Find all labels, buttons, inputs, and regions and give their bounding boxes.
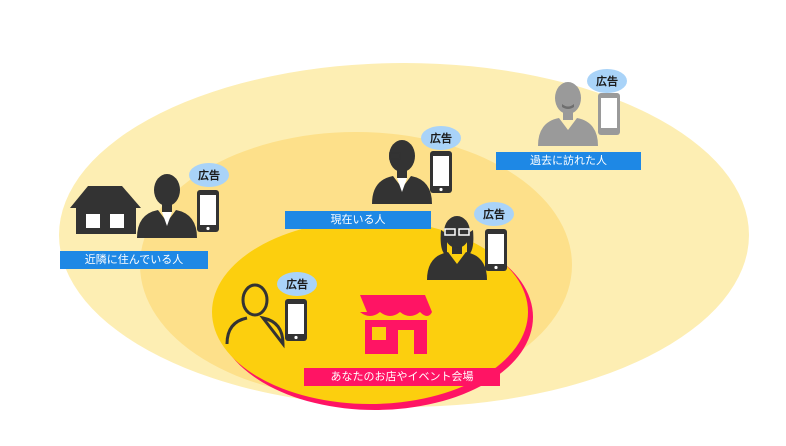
outline-person-ad-text: 広告 [286,277,308,291]
past-ad-text: 広告 [596,74,618,88]
present-smartphone-icon [430,151,452,193]
present-label: 現在いる人 [285,211,431,229]
outline-person-speech-bubble-icon: 広告 [277,272,317,296]
venue-label: あなたのお店やイベント会場 [304,368,500,386]
neighbor-speech-bubble-icon: 広告 [189,163,229,187]
past-smartphone-icon [598,93,620,135]
present-woman-icon [427,216,487,280]
neighbors-label: 近隣に住んでいる人 [60,251,208,269]
outline-person-icon [225,283,285,349]
past-label: 過去に訪れた人 [496,152,641,170]
neighbor-ad-text: 広告 [198,168,220,182]
shop-icon [360,295,432,354]
past-person-icon [538,82,598,146]
house-icon [70,186,141,234]
neighbor-person-icon [137,174,197,238]
outline-person-smartphone-icon [285,299,307,341]
present-woman-smartphone-icon [485,229,507,271]
neighbor-smartphone-icon [197,190,219,232]
present-ad-text: 広告 [430,131,452,145]
present-person-icon [372,140,432,204]
past-speech-bubble-icon: 広告 [587,69,627,93]
present-woman-speech-bubble-icon: 広告 [474,202,514,226]
present-woman-ad-text: 広告 [483,207,505,221]
present-speech-bubble-icon: 広告 [421,126,461,150]
